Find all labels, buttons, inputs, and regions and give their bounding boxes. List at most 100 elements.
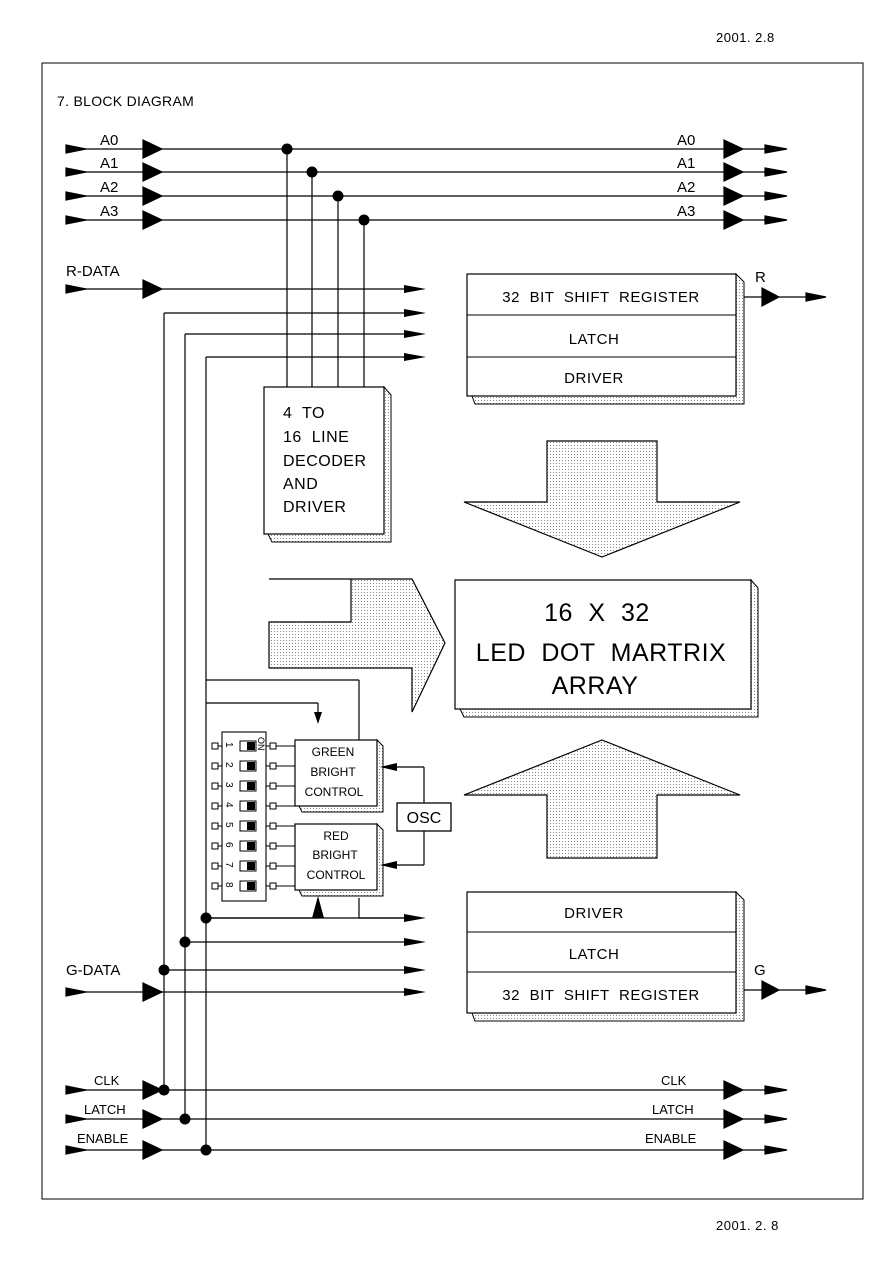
- matrix-line-1: 16 X 32: [544, 599, 650, 627]
- decoder-line-2: 16 LINE: [283, 429, 349, 446]
- green-control-labels: GREEN BRIGHT CONTROL: [305, 745, 364, 799]
- red-control-line-3: CONTROL: [307, 868, 366, 882]
- green-control-line-3: CONTROL: [305, 785, 364, 799]
- control-bus-junctions: [158, 912, 212, 1156]
- green-control-block: [294, 738, 384, 813]
- input-arrow-g-data: [65, 982, 164, 1002]
- address-bus: [160, 148, 724, 387]
- output-arrow-clk: [723, 1080, 788, 1100]
- down-arrow-to-matrix: [463, 440, 741, 558]
- input-arrow-a3: [65, 210, 164, 230]
- dip-switch-8[interactable]: 8: [211, 880, 295, 892]
- output-arrow-g: [736, 980, 827, 1000]
- input-label-a1: A1: [100, 155, 118, 172]
- dip-switch-5[interactable]: 5: [211, 820, 295, 832]
- output-arrows: [723, 139, 827, 1160]
- output-arrow-r: [736, 287, 827, 307]
- green-latch-label: LATCH: [569, 946, 620, 963]
- output-arrow-a1: [723, 162, 788, 182]
- dip-switch-body: [221, 731, 267, 902]
- osc-label: OSC: [407, 810, 442, 827]
- input-label-r-data: R-DATA: [66, 263, 120, 280]
- green-control-line-2: BRIGHT: [310, 765, 356, 779]
- input-label-g-data: G-DATA: [66, 962, 120, 979]
- dip-number-7: 7: [223, 862, 234, 868]
- output-label-a2: A2: [677, 179, 695, 196]
- red-control-line-1: RED: [323, 829, 349, 843]
- header-date: 2001. 2.8: [716, 30, 775, 45]
- dip-switch-7[interactable]: 7: [211, 860, 295, 872]
- dip-switch-2[interactable]: 2: [211, 760, 295, 772]
- matrix-labels: 16 X 32 LED DOT MARTRIX ARRAY: [476, 599, 726, 700]
- input-label-clk: CLK: [94, 1073, 120, 1088]
- osc-block: [380, 763, 452, 869]
- address-bus-junctions: [281, 143, 370, 226]
- decoder-line-5: DRIVER: [283, 499, 346, 516]
- dip-switch-6[interactable]: 6: [211, 840, 295, 852]
- input-arrow-enable: [65, 1140, 164, 1160]
- green-shift-register-label: 32 BIT SHIFT REGISTER: [502, 987, 700, 1004]
- section-title: 7. BLOCK DIAGRAM: [57, 93, 195, 109]
- red-control-block: [294, 822, 384, 897]
- output-label-a3: A3: [677, 203, 695, 220]
- output-labels: A0 A1 A2 A3 R G: [677, 132, 766, 979]
- dip-number-8: 8: [223, 882, 234, 888]
- red-driver-label: DRIVER: [564, 370, 624, 387]
- input-label-latch: LATCH: [84, 1102, 126, 1117]
- output-label-clk: CLK: [661, 1073, 687, 1088]
- dip-on-label: ON: [256, 737, 266, 751]
- feed-arrowheads: [404, 285, 426, 996]
- input-arrow-a0: [65, 139, 164, 159]
- output-label-r: R: [755, 269, 766, 286]
- input-arrow-latch: [65, 1109, 164, 1129]
- matrix-line-3: ARRAY: [552, 672, 639, 700]
- footer-date: 2001. 2. 8: [716, 1218, 779, 1233]
- input-arrow-r-data: [65, 279, 164, 299]
- right-arrow-to-matrix: [268, 578, 446, 713]
- decoder-labels: 4 TO 16 LINE DECODER AND DRIVER: [283, 405, 367, 516]
- dip-switch: ON 1 2 3 4 5 6 7 8: [211, 731, 295, 902]
- input-arrows: [65, 139, 164, 1160]
- dip-number-3: 3: [223, 782, 234, 788]
- input-arrow-a1: [65, 162, 164, 182]
- output-label-enable: ENABLE: [645, 1131, 697, 1146]
- output-label-g: G: [754, 962, 766, 979]
- matrix-line-2: LED DOT MARTRIX: [476, 639, 726, 667]
- input-label-enable: ENABLE: [77, 1131, 129, 1146]
- dip-number-6: 6: [223, 842, 234, 848]
- dip-number-2: 2: [223, 762, 234, 768]
- red-control-labels: RED BRIGHT CONTROL: [307, 829, 366, 882]
- input-labels: A0 A1 A2 A3 R-DATA G-DATA: [66, 132, 120, 979]
- decoder-block: [263, 385, 392, 543]
- output-arrow-enable: [723, 1140, 788, 1160]
- register-labels: 32 BIT SHIFT REGISTER LATCH DRIVER DRIVE…: [502, 289, 700, 1004]
- bus-output-labels: CLK LATCH ENABLE: [645, 1073, 697, 1146]
- dip-switch-4[interactable]: 4: [211, 800, 295, 812]
- output-arrow-a2: [723, 186, 788, 206]
- top-feed-lines: [160, 288, 405, 1150]
- green-control-line-1: GREEN: [312, 745, 355, 759]
- output-label-latch: LATCH: [652, 1102, 694, 1117]
- led-matrix-block: [454, 578, 759, 718]
- dip-number-5: 5: [223, 822, 234, 828]
- output-label-a1: A1: [677, 155, 695, 172]
- decoder-line-3: DECODER: [283, 453, 367, 470]
- up-arrow-to-matrix: [463, 739, 741, 859]
- input-label-a2: A2: [100, 179, 118, 196]
- red-shift-register-label: 32 BIT SHIFT REGISTER: [502, 289, 700, 306]
- dip-switch-1[interactable]: 1: [211, 740, 295, 752]
- red-latch-label: LATCH: [569, 331, 620, 348]
- output-arrow-a3: [723, 210, 788, 230]
- decoder-line-4: AND: [283, 476, 318, 493]
- dip-number-1: 1: [223, 742, 234, 748]
- dip-switch-3[interactable]: 3: [211, 780, 295, 792]
- page-frame: [41, 62, 864, 1200]
- green-driver-label: DRIVER: [564, 905, 624, 922]
- decoder-line-1: 4 TO: [283, 405, 325, 422]
- input-arrow-clk: [65, 1080, 164, 1100]
- output-arrow-latch: [723, 1109, 788, 1129]
- output-arrow-a0: [723, 139, 788, 159]
- input-arrow-a2: [65, 186, 164, 206]
- input-label-a3: A3: [100, 203, 118, 220]
